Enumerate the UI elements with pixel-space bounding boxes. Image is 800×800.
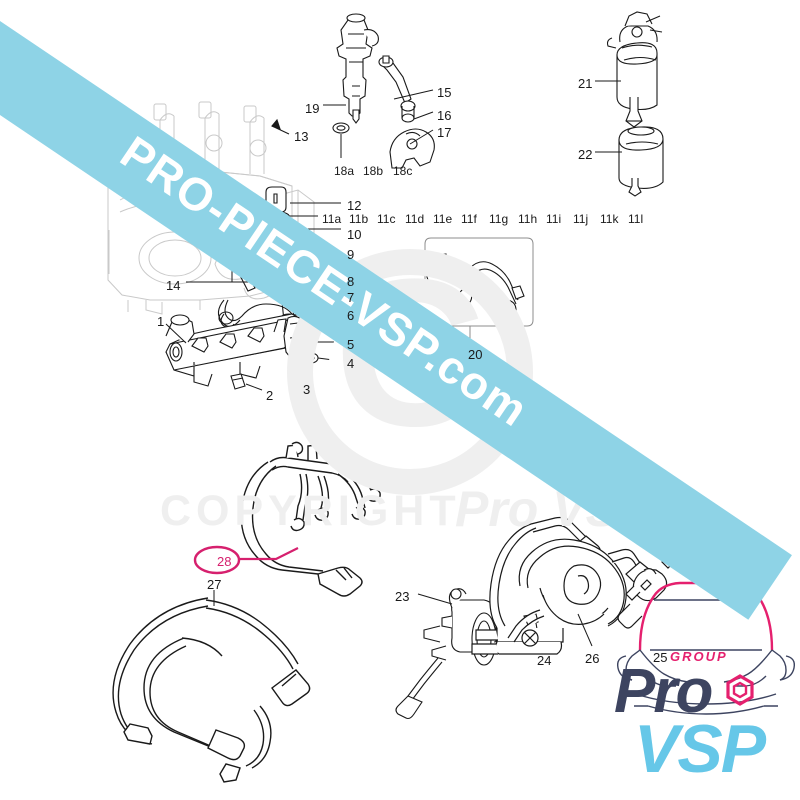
callout-label-16: 16 bbox=[437, 108, 452, 123]
callout-label-11c: 11c bbox=[377, 212, 396, 226]
callout-label-11g: 11g bbox=[489, 212, 509, 226]
callout-line-13 bbox=[271, 118, 290, 135]
callout-label-17: 17 bbox=[437, 125, 452, 140]
callout-label-2: 2 bbox=[266, 388, 274, 403]
callout-label-13: 13 bbox=[294, 129, 309, 144]
callout-label-11a: 11a bbox=[322, 212, 342, 226]
callout-label-7: 7 bbox=[347, 290, 355, 305]
callout-label-3: 3 bbox=[303, 382, 311, 397]
logo-group-label: GROUP bbox=[670, 649, 728, 664]
callout-label-4: 4 bbox=[347, 356, 355, 371]
watermark-copyright-text: COPYRIGHT bbox=[160, 487, 461, 535]
callout-label-1: 1 bbox=[157, 314, 165, 329]
callout-label-11k: 11k bbox=[600, 212, 619, 226]
part-2-clip bbox=[230, 373, 246, 390]
callout-label-11h: 11h bbox=[518, 212, 538, 226]
callout-label-12: 12 bbox=[347, 198, 362, 213]
callout-label-11d: 11d bbox=[405, 212, 425, 226]
logo-vsp-label: VSP bbox=[634, 711, 766, 787]
callout-label-26: 26 bbox=[585, 651, 600, 666]
callout-label-24: 24 bbox=[537, 653, 552, 668]
callout-label-11f: 11f bbox=[461, 212, 477, 226]
callout-lines-15-16-17 bbox=[393, 89, 434, 145]
callout-label-19: 19 bbox=[305, 101, 320, 116]
callout-label-11e: 11e bbox=[433, 212, 453, 226]
callout-label-11l: 11l bbox=[628, 212, 644, 226]
callout-line-23 bbox=[417, 593, 453, 605]
callout-label-11j: 11j bbox=[573, 212, 589, 226]
part-18a-seal bbox=[332, 122, 350, 134]
part-27-harness bbox=[112, 597, 311, 783]
callout-label-5: 5 bbox=[347, 337, 355, 352]
callout-label-6: 6 bbox=[347, 308, 355, 323]
callout-label-23: 23 bbox=[395, 589, 410, 604]
callout-label-11i: 11i bbox=[546, 212, 562, 226]
callout-label-22: 22 bbox=[578, 147, 593, 162]
logo-hex-nut bbox=[726, 674, 754, 706]
highlight-ellipse-28 bbox=[193, 545, 241, 575]
callout-label-9: 9 bbox=[347, 247, 355, 262]
highlight-line-28 bbox=[240, 547, 299, 561]
callout-label-18b: 18b bbox=[363, 164, 384, 178]
callout-label-28: 28 bbox=[217, 554, 232, 569]
part-22-filter-bowl bbox=[618, 126, 664, 197]
callout-label-15: 15 bbox=[437, 85, 452, 100]
callout-label-25: 25 bbox=[653, 650, 668, 665]
part-26-fuel-hoses bbox=[471, 516, 653, 655]
callout-label-18c: 18c bbox=[393, 164, 413, 178]
callout-label-27: 27 bbox=[207, 577, 222, 592]
callout-label-8: 8 bbox=[347, 274, 355, 289]
provsp-logo: GROUP Pro VSP bbox=[608, 648, 788, 788]
logo-pro-label: Pro bbox=[614, 657, 713, 726]
callout-label-14: 14 bbox=[166, 278, 181, 293]
callout-line-26 bbox=[577, 613, 593, 647]
callout-label-21: 21 bbox=[578, 76, 593, 91]
callout-label-18a: 18a bbox=[334, 164, 355, 178]
part-19-injector bbox=[336, 13, 379, 124]
part-21-fuel-filter bbox=[606, 11, 663, 128]
callout-label-20: 20 bbox=[468, 347, 483, 362]
callout-label-11b: 11b bbox=[349, 212, 369, 226]
callout-label-10: 10 bbox=[347, 227, 362, 242]
part-15-16-17-clamp bbox=[378, 55, 435, 169]
